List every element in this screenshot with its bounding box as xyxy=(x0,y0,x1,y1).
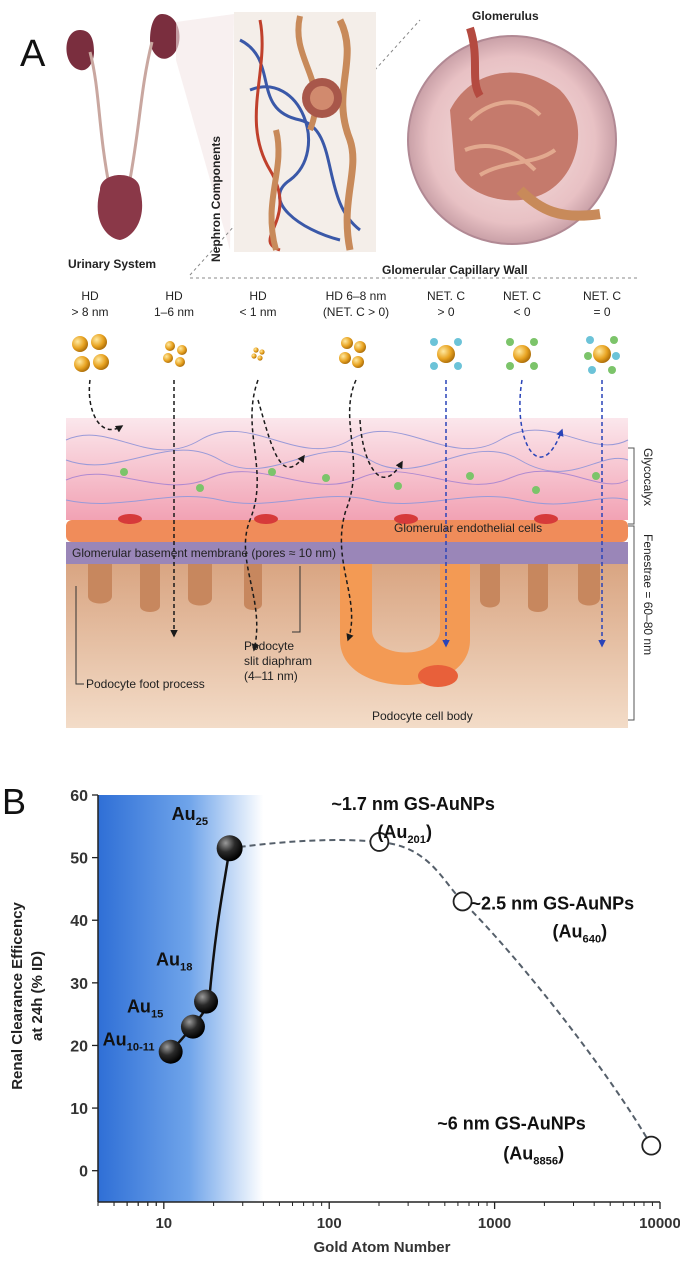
column-headings: HD > 8 nm HD 1–6 nm HD < 1 nm HD 6–8 nm … xyxy=(71,289,621,319)
cell-body-label: Podocyte cell body xyxy=(372,709,473,723)
nanoparticle-point xyxy=(452,891,473,912)
highlight-band xyxy=(98,795,264,1202)
y-tick-label: 0 xyxy=(79,1164,88,1181)
panel-b-label: B xyxy=(2,781,26,822)
column-3-line-2: < 1 nm xyxy=(239,305,276,319)
nanoparticle-label: ~6 nm GS-AuNPs xyxy=(437,1114,586,1134)
y-tick-label: 20 xyxy=(70,1038,88,1055)
slit-diaphragm-label-3: (4–11 nm) xyxy=(244,669,298,683)
glycocalyx-label: Glycocalyx xyxy=(641,448,655,506)
cluster-point xyxy=(180,1014,205,1039)
chart-axes: 0 10 20 30 40 50 60 10 100 1000 10000 xyxy=(70,788,680,1232)
data-points xyxy=(158,832,662,1156)
glomerulus-illustration: Glomerulus xyxy=(407,9,617,245)
y-tick-label: 10 xyxy=(70,1101,88,1118)
y-tick-label: 30 xyxy=(70,976,88,993)
nephron-illustration: Nephron Components xyxy=(209,12,376,262)
point-label: Au10-11 xyxy=(103,1030,155,1054)
column-6-line-2: < 0 xyxy=(513,305,530,319)
basement-membrane-label: Glomerular basement membrane (pores ≈ 10… xyxy=(72,546,336,560)
x-tick-label: 1000 xyxy=(478,1215,511,1232)
dashed-trend-curve xyxy=(229,839,653,1147)
y-tick-label: 50 xyxy=(70,851,88,868)
point-label: (Au201) xyxy=(377,822,432,846)
endothelial-cells-label: Glomerular endothelial cells xyxy=(394,521,542,535)
nanoparticle-label: ~1.7 nm GS-AuNPs xyxy=(331,794,495,814)
y-tick-label: 40 xyxy=(70,913,88,930)
column-3-line-1: HD xyxy=(249,289,267,303)
x-tick-label: 10000 xyxy=(639,1215,680,1232)
slit-diaphragm-label-2: slit diaphram xyxy=(244,654,312,668)
point-label: (Au8856) xyxy=(503,1144,564,1168)
slit-diaphragm-label-1: Podocyte xyxy=(244,639,294,653)
capillary-wall-layers xyxy=(65,418,635,728)
x-axis-label: Gold Atom Number xyxy=(314,1239,451,1256)
point-labels: Au10-11 Au15 Au18 Au25 ~1.7 nm GS-AuNPs (Au20… xyxy=(103,794,634,1168)
point-label: (Au640) xyxy=(553,921,608,945)
particle-icons xyxy=(72,334,620,374)
nanoparticle-point xyxy=(369,832,390,852)
column-1-line-2: > 8 nm xyxy=(71,305,108,319)
column-7-line-2: = 0 xyxy=(593,305,610,319)
nanoparticle-label: ~2.5 nm GS-AuNPs xyxy=(471,893,635,913)
column-5-line-1: NET. C xyxy=(427,289,465,303)
x-tick-label: 10 xyxy=(155,1215,172,1232)
column-4-line-2: (NET. C > 0) xyxy=(323,305,389,319)
panel-a-label: A xyxy=(20,33,46,75)
y-axis-label-line-1: Renal Clearance Efficency xyxy=(9,902,26,1090)
cluster-point xyxy=(216,835,243,862)
fenestrae-label: Fenestrae = 60–80 nm xyxy=(641,534,655,655)
foot-process-label: Podocyte foot process xyxy=(86,677,205,691)
point-label: Au18 xyxy=(156,950,192,974)
point-label: Au15 xyxy=(127,997,163,1021)
column-2-line-1: HD xyxy=(165,289,183,303)
cluster-point xyxy=(194,989,219,1014)
y-tick-label: 60 xyxy=(70,788,88,805)
glomerulus-label: Glomerulus xyxy=(472,9,539,23)
column-1-line-1: HD xyxy=(81,289,99,303)
nephron-components-label: Nephron Components xyxy=(209,136,223,262)
panel-a: A Urinary System Nephron Components xyxy=(20,9,655,728)
glomerular-capillary-wall-label: Glomerular Capillary Wall xyxy=(382,263,528,277)
urinary-system-illustration: Urinary System xyxy=(66,14,180,271)
column-4-line-1: HD 6–8 nm xyxy=(326,289,387,303)
column-6-line-1: NET. C xyxy=(503,289,541,303)
x-tick-label: 100 xyxy=(317,1215,342,1232)
point-label: Au25 xyxy=(172,804,208,828)
nanoparticle-point xyxy=(641,1135,662,1156)
urinary-system-label: Urinary System xyxy=(68,257,156,271)
column-5-line-2: > 0 xyxy=(437,305,454,319)
y-axis-label-line-2: at 24h (% ID) xyxy=(29,951,46,1041)
column-2-line-2: 1–6 nm xyxy=(154,305,194,319)
transport-paths xyxy=(88,379,606,652)
cluster-point xyxy=(158,1039,183,1064)
column-7-line-1: NET. C xyxy=(583,289,621,303)
